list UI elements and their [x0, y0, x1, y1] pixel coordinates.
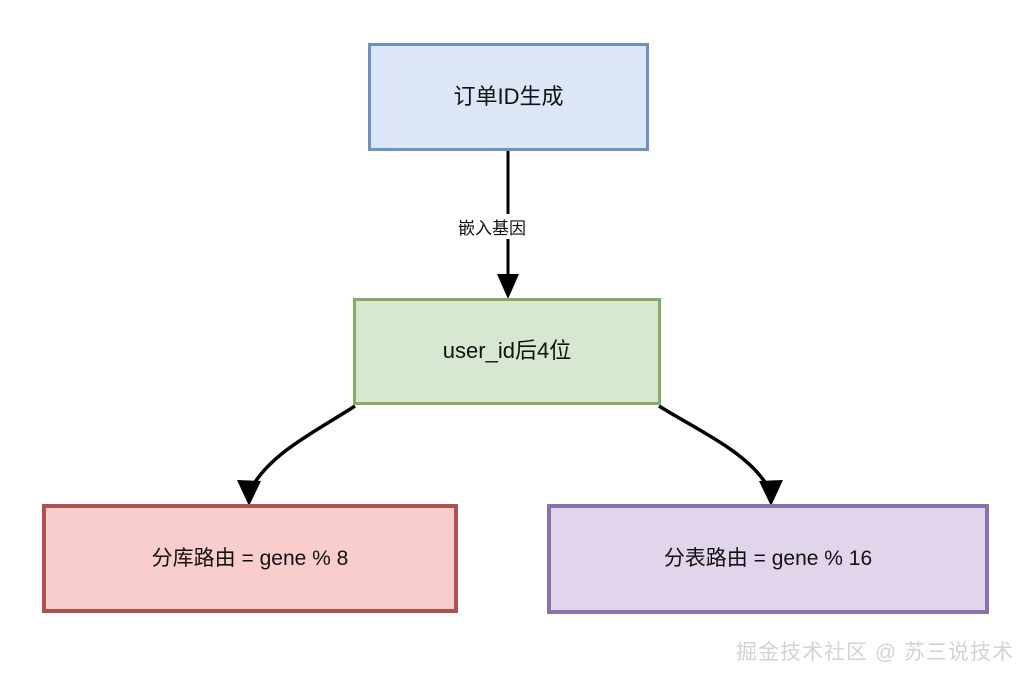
edge-curve-left [250, 404, 356, 488]
watermark: 掘金技术社区 @ 苏三说技术 [736, 641, 1014, 664]
edge-curve-right [658, 404, 770, 488]
node-order-id-label: 订单ID生成 [453, 83, 564, 109]
node-db-route-label: 分库路由 = gene % 8 [151, 546, 349, 570]
arrowhead-down-to-db-route [237, 480, 261, 506]
edge-user-id-to-db-route [237, 404, 356, 506]
edge-label-embed-gene: 嵌入基因 [456, 214, 528, 239]
node-db-route[interactable]: 分库路由 = gene % 8 [42, 504, 458, 613]
edge-user-id-to-table-route [658, 404, 783, 506]
node-table-route-label: 分表路由 = gene % 16 [663, 547, 873, 571]
node-user-id-label: user_id后4位 [442, 338, 572, 364]
arrowhead-down-to-user-id [497, 274, 519, 299]
node-table-route[interactable]: 分表路由 = gene % 16 [547, 504, 989, 614]
arrowhead-down-to-table-route [759, 480, 783, 506]
node-order-id[interactable]: 订单ID生成 [368, 43, 649, 151]
node-user-id[interactable]: user_id后4位 [353, 298, 661, 405]
